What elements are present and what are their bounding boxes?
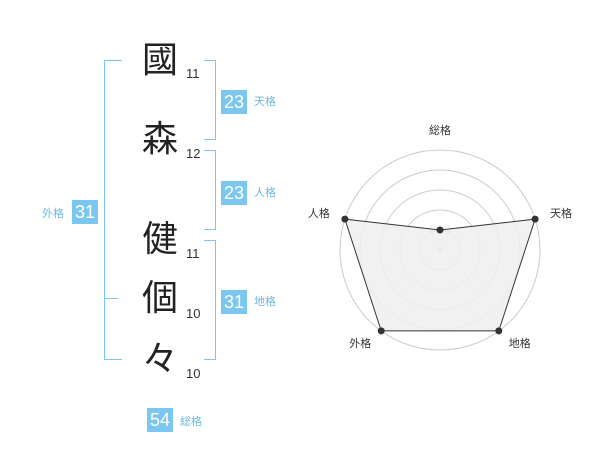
tenkaku-label: 天格	[254, 95, 276, 108]
radar-points	[341, 215, 539, 335]
stroke-count-1: 11	[186, 66, 200, 81]
radar-point	[531, 215, 539, 223]
radar-point	[495, 327, 503, 335]
gaikaku-badge: 31	[72, 200, 98, 224]
radar-point	[436, 226, 444, 234]
radar-ring	[339, 149, 541, 351]
soukaku-badge: 54	[147, 408, 173, 432]
radar-axis-label: 外格	[349, 336, 371, 350]
radar-point	[341, 215, 349, 223]
jinkaku-label: 人格	[254, 186, 276, 199]
radar-axis-label: 総格	[429, 123, 451, 137]
radar-axis-label: 人格	[308, 206, 330, 220]
stroke-count-2: 12	[186, 146, 201, 161]
radar-axis-label: 天格	[550, 206, 572, 220]
radar-axis-label: 地格	[509, 336, 531, 350]
chikaku-bracket	[204, 240, 216, 360]
name-char-2: 森	[141, 119, 178, 160]
name-char-1: 國	[141, 40, 178, 81]
name-char-5: 々	[141, 339, 178, 380]
soukaku-label: 総格	[180, 415, 202, 428]
chikaku-label: 地格	[254, 295, 276, 308]
radar-point	[377, 327, 385, 335]
tenkaku-badge: 23	[221, 90, 247, 114]
jinkaku-bracket	[204, 150, 216, 230]
stroke-count-3: 11	[186, 246, 200, 261]
gaikaku-tick	[104, 298, 118, 299]
tenkaku-bracket	[204, 60, 216, 140]
stroke-count-4: 10	[186, 306, 201, 321]
gaikaku-bracket	[104, 60, 122, 360]
stroke-count-5: 10	[186, 366, 201, 381]
radar-area	[344, 218, 536, 332]
gaikaku-label: 外格	[42, 207, 64, 220]
chikaku-badge: 31	[221, 290, 247, 314]
jinkaku-badge: 23	[221, 181, 247, 205]
name-char-3: 健	[141, 219, 178, 260]
name-char-4: 個	[141, 278, 178, 319]
